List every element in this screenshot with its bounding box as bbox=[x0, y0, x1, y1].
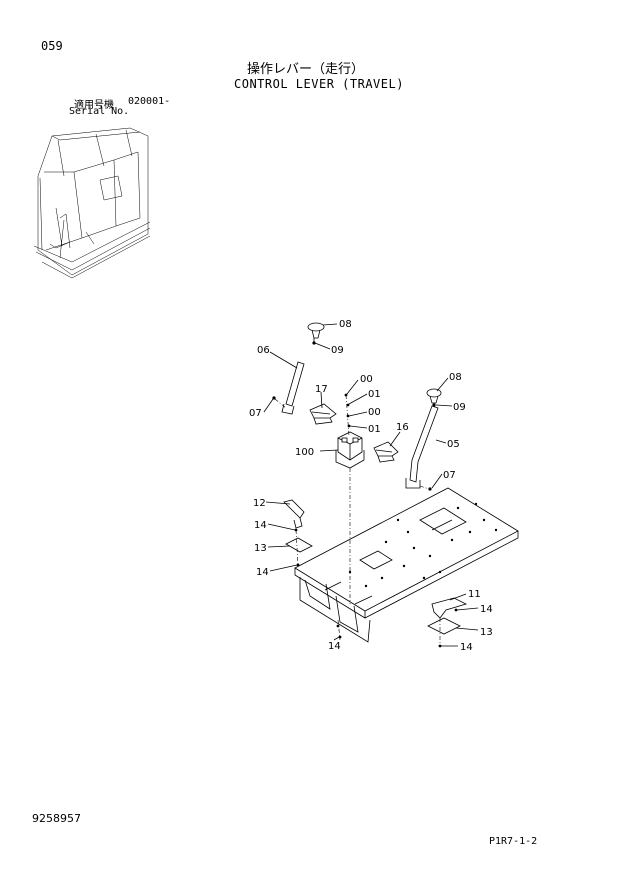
pedal-17 bbox=[309, 403, 337, 425]
callout-14-c: 14 bbox=[480, 604, 493, 615]
plate-13-left bbox=[285, 537, 313, 553]
pilot-valve-100 bbox=[335, 431, 365, 469]
pedal-16 bbox=[373, 441, 399, 463]
serial-range: 020001- bbox=[128, 96, 171, 107]
callout-09-top: 09 bbox=[331, 345, 344, 356]
bolt-right-07 bbox=[428, 487, 432, 491]
callout-00-a: 00 bbox=[360, 374, 373, 385]
cab-location-thumbnail bbox=[33, 127, 151, 279]
leader-lines bbox=[263, 323, 479, 647]
callout-08-right: 08 bbox=[449, 372, 462, 383]
bolt-left-07 bbox=[272, 396, 276, 400]
page-code: P1R7-1-2 bbox=[489, 836, 538, 847]
nut-left bbox=[312, 341, 316, 345]
fasteners-00-01 bbox=[344, 393, 351, 428]
knob-left bbox=[307, 322, 325, 339]
floor-plate bbox=[294, 487, 519, 643]
lever-right bbox=[405, 405, 439, 489]
serial-label-english: Serial No. bbox=[69, 106, 130, 117]
bracket-11 bbox=[431, 597, 468, 619]
lever-left bbox=[281, 361, 305, 415]
callout-08-top: 08 bbox=[339, 319, 352, 330]
floor-plate-holes bbox=[348, 502, 498, 588]
callout-09-right: 09 bbox=[453, 402, 466, 413]
callout-06: 06 bbox=[257, 345, 270, 356]
callout-13-right: 13 bbox=[480, 627, 493, 638]
callout-11: 11 bbox=[468, 589, 481, 600]
callout-07-left: 07 bbox=[249, 408, 262, 419]
page-number: 059 bbox=[41, 39, 63, 53]
callout-17: 17 bbox=[315, 384, 328, 395]
knob-right bbox=[426, 388, 442, 404]
plate-13-right bbox=[427, 617, 461, 635]
callout-14-d: 14 bbox=[460, 642, 473, 653]
title-japanese: 操作レバー（走行） bbox=[247, 62, 365, 77]
callout-14-b: 14 bbox=[256, 567, 269, 578]
callout-01-a: 01 bbox=[368, 389, 381, 400]
callout-13-left: 13 bbox=[254, 543, 267, 554]
callout-00-b: 00 bbox=[368, 407, 381, 418]
title-english: CONTROL LEVER (TRAVEL) bbox=[234, 77, 404, 91]
callout-100: 100 bbox=[295, 447, 314, 458]
callout-16: 16 bbox=[396, 422, 409, 433]
callout-14-a: 14 bbox=[254, 520, 267, 531]
serial-label-japanese: 適用号機 bbox=[74, 100, 114, 111]
bracket-12 bbox=[283, 499, 305, 529]
document-number: 9258957 bbox=[32, 812, 81, 825]
nut-right bbox=[432, 403, 436, 407]
callout-01-b: 01 bbox=[368, 424, 381, 435]
callout-05: 05 bbox=[447, 439, 460, 450]
callout-14-e: 14 bbox=[328, 641, 341, 652]
callout-12: 12 bbox=[253, 498, 266, 509]
callout-07-right: 07 bbox=[443, 470, 456, 481]
